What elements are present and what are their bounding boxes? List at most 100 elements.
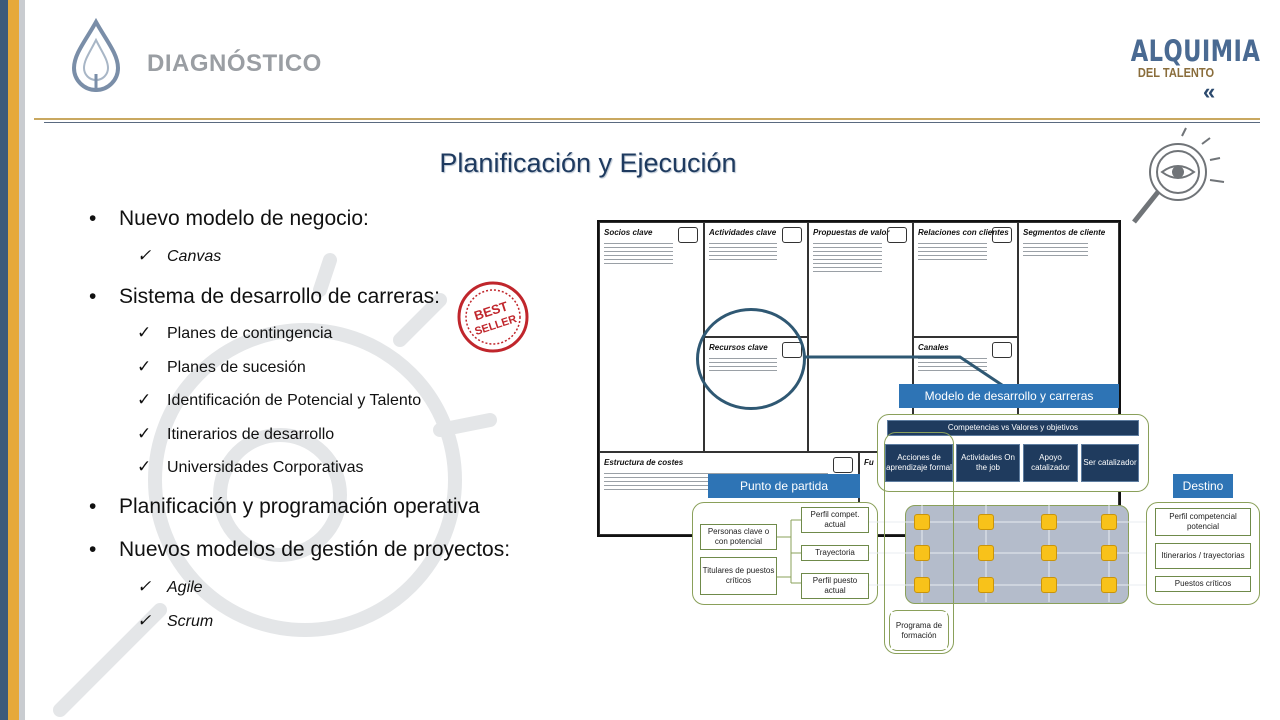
check-icon: ✓ xyxy=(137,611,152,630)
sub-bullet-text: Scrum xyxy=(167,613,214,630)
perfil-competencial-potencial-box: Perfil competencial potencial xyxy=(1155,508,1251,536)
check-icon: ✓ xyxy=(137,323,152,342)
sub-bullet-text: Canvas xyxy=(167,248,222,265)
best-seller-stamp-icon: BEST SELLER xyxy=(457,281,529,353)
destino-header: Destino xyxy=(1173,474,1233,498)
canvas-text-lines xyxy=(709,243,777,263)
formacion-column-outline xyxy=(884,432,954,654)
header-divider xyxy=(34,118,1260,120)
bullet-dot: • xyxy=(89,538,97,561)
bullet-dot: • xyxy=(89,285,97,308)
sub-bullet-scrum: ✓ Scrum xyxy=(137,611,214,631)
brand-tagline: DEL TALENTO xyxy=(1137,65,1215,80)
column-actividades: Actividades On the job xyxy=(956,444,1020,482)
grid-square xyxy=(1101,545,1117,561)
grid-square xyxy=(1041,545,1057,561)
grid-square xyxy=(914,577,930,593)
canvas-cell-propuestas: Propuestas de valor xyxy=(808,222,913,452)
canvas-label: Propuestas de valor xyxy=(813,228,890,237)
grid-square xyxy=(978,545,994,561)
competencias-bar: Competencias vs Valores y objetivos xyxy=(887,420,1139,436)
slide-title: Planificación y Ejecución xyxy=(439,148,737,178)
bullet-text: Nuevo modelo de negocio: xyxy=(119,207,369,230)
punto-partida-header: Punto de partida xyxy=(708,474,860,498)
grid-square xyxy=(1041,577,1057,593)
career-model-title: Modelo de desarrollo y carreras xyxy=(899,384,1119,408)
left-accent-bar-blue xyxy=(0,0,8,720)
sub-bullet-potencial: ✓ Identificación de Potencial y Talento xyxy=(137,390,422,410)
bullet-text: Nuevos modelos de gestión de proyectos: xyxy=(119,538,511,561)
heart-icon xyxy=(992,227,1012,243)
sub-bullet-itinerarios: ✓ Itinerarios de desarrollo xyxy=(137,424,335,444)
grid-square xyxy=(1101,577,1117,593)
check-icon: ✓ xyxy=(137,577,152,596)
bullet-planificacion: • Planificación y programación operativa xyxy=(89,495,480,519)
itinerarios-trayectorias-box: Itinerarios / trayectorias xyxy=(1155,543,1251,569)
left-accent-bar-gold xyxy=(8,0,19,720)
truck-icon xyxy=(992,342,1012,358)
column-apoyo: Apoyo catalizador xyxy=(1023,444,1078,482)
titulares-box: Titulares de puestos críticos xyxy=(700,557,777,595)
price-tag-icon xyxy=(833,457,853,473)
check-icon: ✓ xyxy=(137,246,152,265)
canvas-label: Socios clave xyxy=(604,228,653,237)
check-icon: ✓ xyxy=(137,390,152,409)
sub-bullet-text: Identificación de Potencial y Talento xyxy=(167,392,422,409)
canvas-label: Fu xyxy=(864,458,874,467)
bullet-sistema-desarrollo: • Sistema de desarrollo de carreras: xyxy=(89,285,440,309)
sub-bullet-contingencia: ✓ Planes de contingencia xyxy=(137,323,333,343)
canvas-cell-relaciones: Relaciones con clientes xyxy=(913,222,1018,337)
partida-connectors xyxy=(777,519,801,584)
check-icon: ✓ xyxy=(137,357,152,376)
drop-logo-icon xyxy=(71,18,121,92)
grid-square xyxy=(914,514,930,530)
puestos-criticos-box: Puestos críticos xyxy=(1155,576,1251,592)
sub-bullet-universidades: ✓ Universidades Corporativas xyxy=(137,457,364,477)
personas-clave-box: Personas clave o con potencial xyxy=(700,524,777,550)
gift-icon xyxy=(887,227,907,243)
column-ser: Ser catalizador xyxy=(1081,444,1139,482)
grid-square xyxy=(1101,514,1117,530)
brand-arrow-icon: « xyxy=(1203,79,1216,104)
bullet-nuevo-modelo: • Nuevo modelo de negocio: xyxy=(89,207,369,231)
brand-logo: ALQUIMIA DEL TALENTO xyxy=(1118,34,1261,80)
column-acciones: Acciones de aprendizaje formal xyxy=(885,444,953,482)
chain-icon xyxy=(678,227,698,243)
programa-formacion-label: Programa de formación xyxy=(891,612,947,649)
brand-name: ALQUIMIA xyxy=(1130,34,1261,68)
left-accent-bar-grey xyxy=(19,0,25,720)
canvas-text-lines xyxy=(918,243,987,263)
checklist-icon xyxy=(782,227,802,243)
magnifier-eye-icon xyxy=(1132,127,1225,224)
canvas-label: Actividades clave xyxy=(709,228,777,237)
sub-bullet-canvas: ✓ Canvas xyxy=(137,246,222,266)
sub-bullet-text: Itinerarios de desarrollo xyxy=(167,426,335,443)
connector-line xyxy=(805,355,1006,389)
canvas-cell-socios: Socios clave xyxy=(599,222,704,452)
perfil-puesto-actual-box: Perfil puesto actual xyxy=(801,573,869,599)
header-title: DIAGNÓSTICO xyxy=(147,50,322,77)
canvas-text-lines xyxy=(813,243,882,275)
grid-square xyxy=(914,545,930,561)
perfil-compet-actual-box: Perfil compet. actual xyxy=(801,507,869,533)
canvas-label: Relaciones con clientes xyxy=(918,228,1009,237)
canvas-text-lines xyxy=(1023,243,1088,259)
sub-bullet-sucesion: ✓ Planes de sucesión xyxy=(137,357,306,377)
sub-bullet-text: Planes de sucesión xyxy=(167,359,306,376)
sub-bullet-text: Planes de contingencia xyxy=(167,325,333,342)
grid-square xyxy=(978,514,994,530)
bullet-dot: • xyxy=(89,495,97,518)
grid-square xyxy=(1041,514,1057,530)
highlight-circle xyxy=(696,308,806,410)
canvas-label: Segmentos de cliente xyxy=(1023,228,1106,237)
canvas-label: Canales xyxy=(918,343,949,352)
eye-watermark-icon xyxy=(53,253,497,717)
trayectoria-box: Trayectoria xyxy=(801,545,869,561)
bullet-text: Planificación y programación operativa xyxy=(119,495,480,518)
check-icon: ✓ xyxy=(137,424,152,443)
sub-bullet-agile: ✓ Agile xyxy=(137,577,203,597)
canvas-text-lines xyxy=(604,243,673,267)
bullet-gestion-proyectos: • Nuevos modelos de gestión de proyectos… xyxy=(89,538,511,562)
sub-bullet-text: Universidades Corporativas xyxy=(167,459,364,476)
header-divider-thin xyxy=(44,122,1260,123)
